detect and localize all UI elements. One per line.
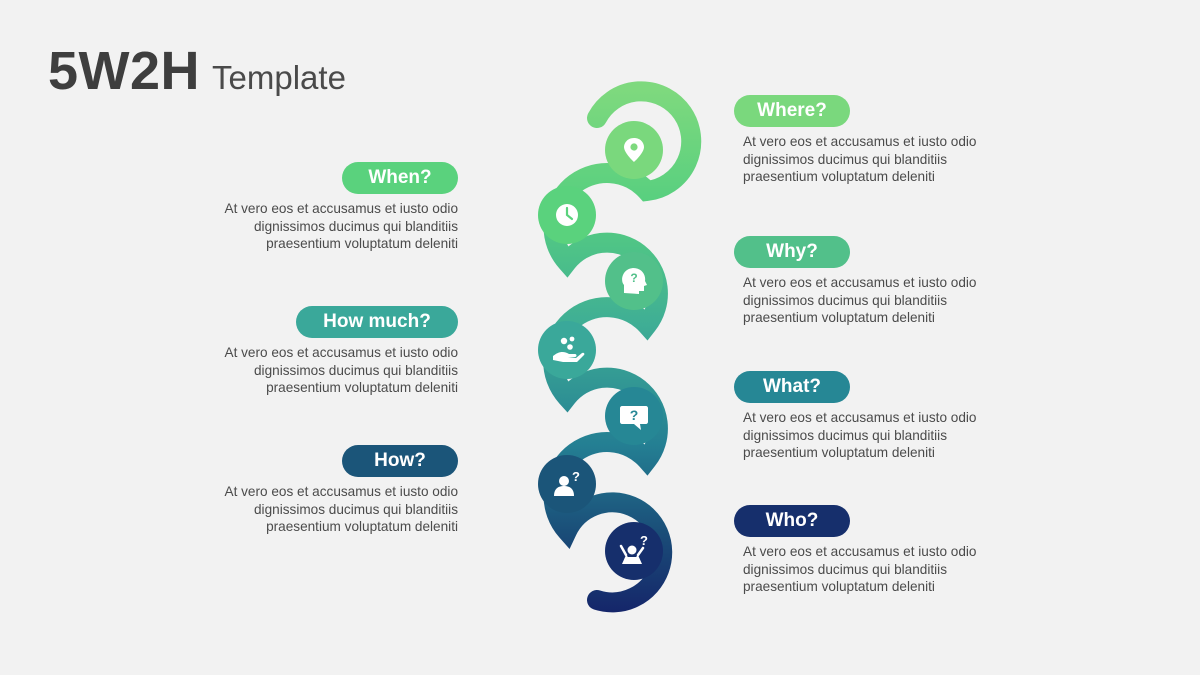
title-sub: Template: [212, 59, 346, 96]
page-title: 5W2H Template: [48, 40, 346, 102]
svg-text:?: ?: [572, 469, 580, 484]
item-how: How? At vero eos et accusamus et iusto o…: [158, 445, 458, 536]
who-description: At vero eos et accusamus et iusto odio d…: [743, 544, 977, 595]
svg-text:?: ?: [630, 407, 639, 423]
how-much-description: At vero eos et accusamus et iusto odio d…: [224, 345, 458, 396]
when-label: When?: [342, 162, 458, 194]
why-label: Why?: [734, 236, 850, 268]
item-who: Who? At vero eos et accusamus et iusto o…: [734, 505, 1034, 596]
people-question-icon: ?: [619, 533, 648, 564]
svg-text:?: ?: [640, 533, 648, 548]
item-where: Where? At vero eos et accusamus et iusto…: [734, 95, 1034, 186]
where-description: At vero eos et accusamus et iusto odio d…: [743, 134, 977, 185]
item-why: Why? At vero eos et accusamus et iusto o…: [734, 236, 1034, 327]
what-label: What?: [734, 371, 850, 403]
when-description: At vero eos et accusamus et iusto odio d…: [224, 201, 458, 252]
item-what: What? At vero eos et accusamus et iusto …: [734, 371, 1034, 462]
why-description: At vero eos et accusamus et iusto odio d…: [743, 275, 977, 326]
svg-text:?: ?: [630, 271, 637, 285]
hand-coins-icon: [553, 336, 585, 362]
person-question-icon: ?: [554, 469, 580, 496]
how-much-label: How much?: [296, 306, 458, 338]
item-how-much: How much? At vero eos et accusamus et iu…: [158, 306, 458, 397]
item-when: When? At vero eos et accusamus et iusto …: [158, 162, 458, 253]
who-label: Who?: [734, 505, 850, 537]
location-pin-icon: [624, 138, 644, 162]
how-label: How?: [342, 445, 458, 477]
head-question-icon: ?: [622, 268, 647, 294]
how-description: At vero eos et accusamus et iusto odio d…: [224, 484, 458, 535]
what-description: At vero eos et accusamus et iusto odio d…: [743, 410, 977, 461]
clock-icon: [556, 204, 578, 226]
node-how-much: [538, 321, 596, 379]
where-label: Where?: [734, 95, 850, 127]
title-main: 5W2H: [48, 41, 201, 101]
speech-question-icon: ?: [620, 406, 648, 430]
